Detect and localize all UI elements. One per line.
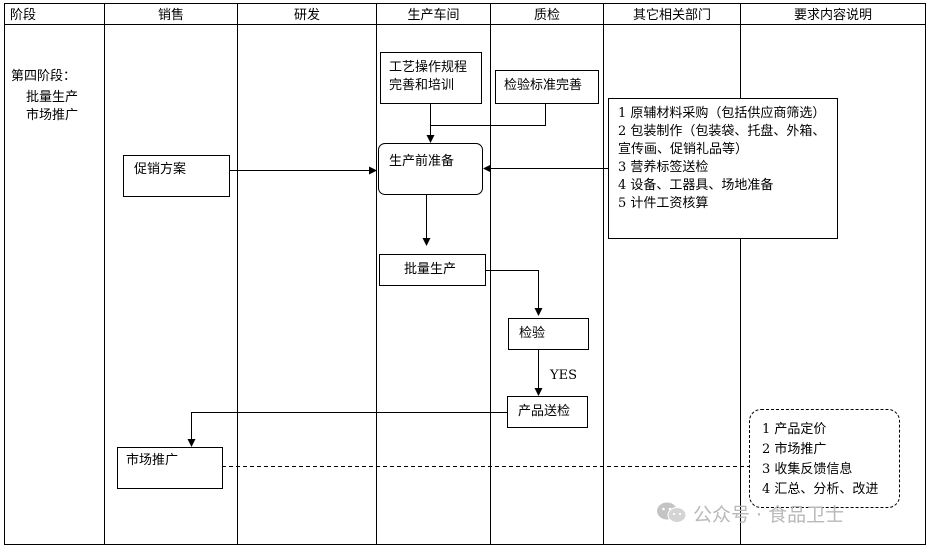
header-qc: 质检 — [533, 8, 560, 23]
process-training-line-1: 工艺操作规程 — [389, 60, 468, 75]
header-requirements: 要求内容说明 — [793, 8, 872, 23]
header-other-depts: 其它相关部门 — [632, 8, 711, 23]
promotion-plan-box: 促销方案 — [123, 155, 230, 197]
watermark-text: 公众号 · 食品卫士 — [693, 504, 845, 526]
requirements-box: 1 产品定价 2 市场推广 3 收集反馈信息 4 汇总、分析、改进 — [749, 409, 900, 508]
requirement-item-3: 3 收集反馈信息 — [762, 462, 853, 477]
arrow-submission-to-market — [187, 412, 507, 447]
header-sales: 销售 — [157, 8, 184, 23]
other-dept-item-1: 1 原辅材料采购（包括供应商筛选） — [618, 106, 826, 121]
stage-title: 第四阶段： — [11, 69, 77, 84]
header-rnd: 研发 — [293, 8, 320, 23]
other-dept-item-5: 4 设备、工器具、场地准备 — [618, 178, 774, 193]
swimlane-grid — [4, 3, 926, 545]
edge-label-yes: YES — [550, 368, 577, 383]
stage-line-1: 批量生产 — [26, 90, 79, 105]
process-training-box: 工艺操作规程 完善和培训 — [380, 52, 482, 104]
connectors — [187, 104, 749, 467]
line-standard-to-preproduction — [430, 104, 546, 126]
header-production: 生产车间 — [407, 8, 460, 23]
requirement-item-4: 4 汇总、分析、改进 — [762, 482, 879, 497]
arrow-mass-to-inspection — [486, 270, 543, 316]
other-dept-item-2: 2 包装制作（包装袋、托盘、外箱、 — [618, 124, 826, 139]
requirement-item-2: 2 市场推广 — [762, 442, 827, 457]
process-training-line-2: 完善和培训 — [389, 78, 455, 93]
requirement-item-1: 1 产品定价 — [762, 422, 827, 437]
other-dept-item-4: 3 营养标签送检 — [618, 160, 709, 175]
inspection-box: 检验 — [508, 318, 589, 350]
other-depts-box: 1 原辅材料采购（包括供应商筛选） 2 包装制作（包装袋、托盘、外箱、 宣传画、… — [608, 98, 838, 239]
stage-line-2: 市场推广 — [26, 108, 79, 123]
wechat-icon — [657, 502, 687, 523]
header-stage: 阶段 — [10, 8, 37, 23]
product-submission-box: 产品送检 — [507, 396, 588, 428]
other-dept-item-6: 5 计件工资核算 — [618, 196, 709, 211]
other-dept-item-3: 宣传画、促销礼品等） — [618, 142, 749, 157]
market-promotion-box: 市场推广 — [117, 447, 223, 489]
preproduction-box: 生产前准备 — [378, 143, 483, 195]
inspection-standard-box: 检验标准完善 — [495, 70, 599, 104]
mass-production-box: 批量生产 — [379, 254, 486, 286]
